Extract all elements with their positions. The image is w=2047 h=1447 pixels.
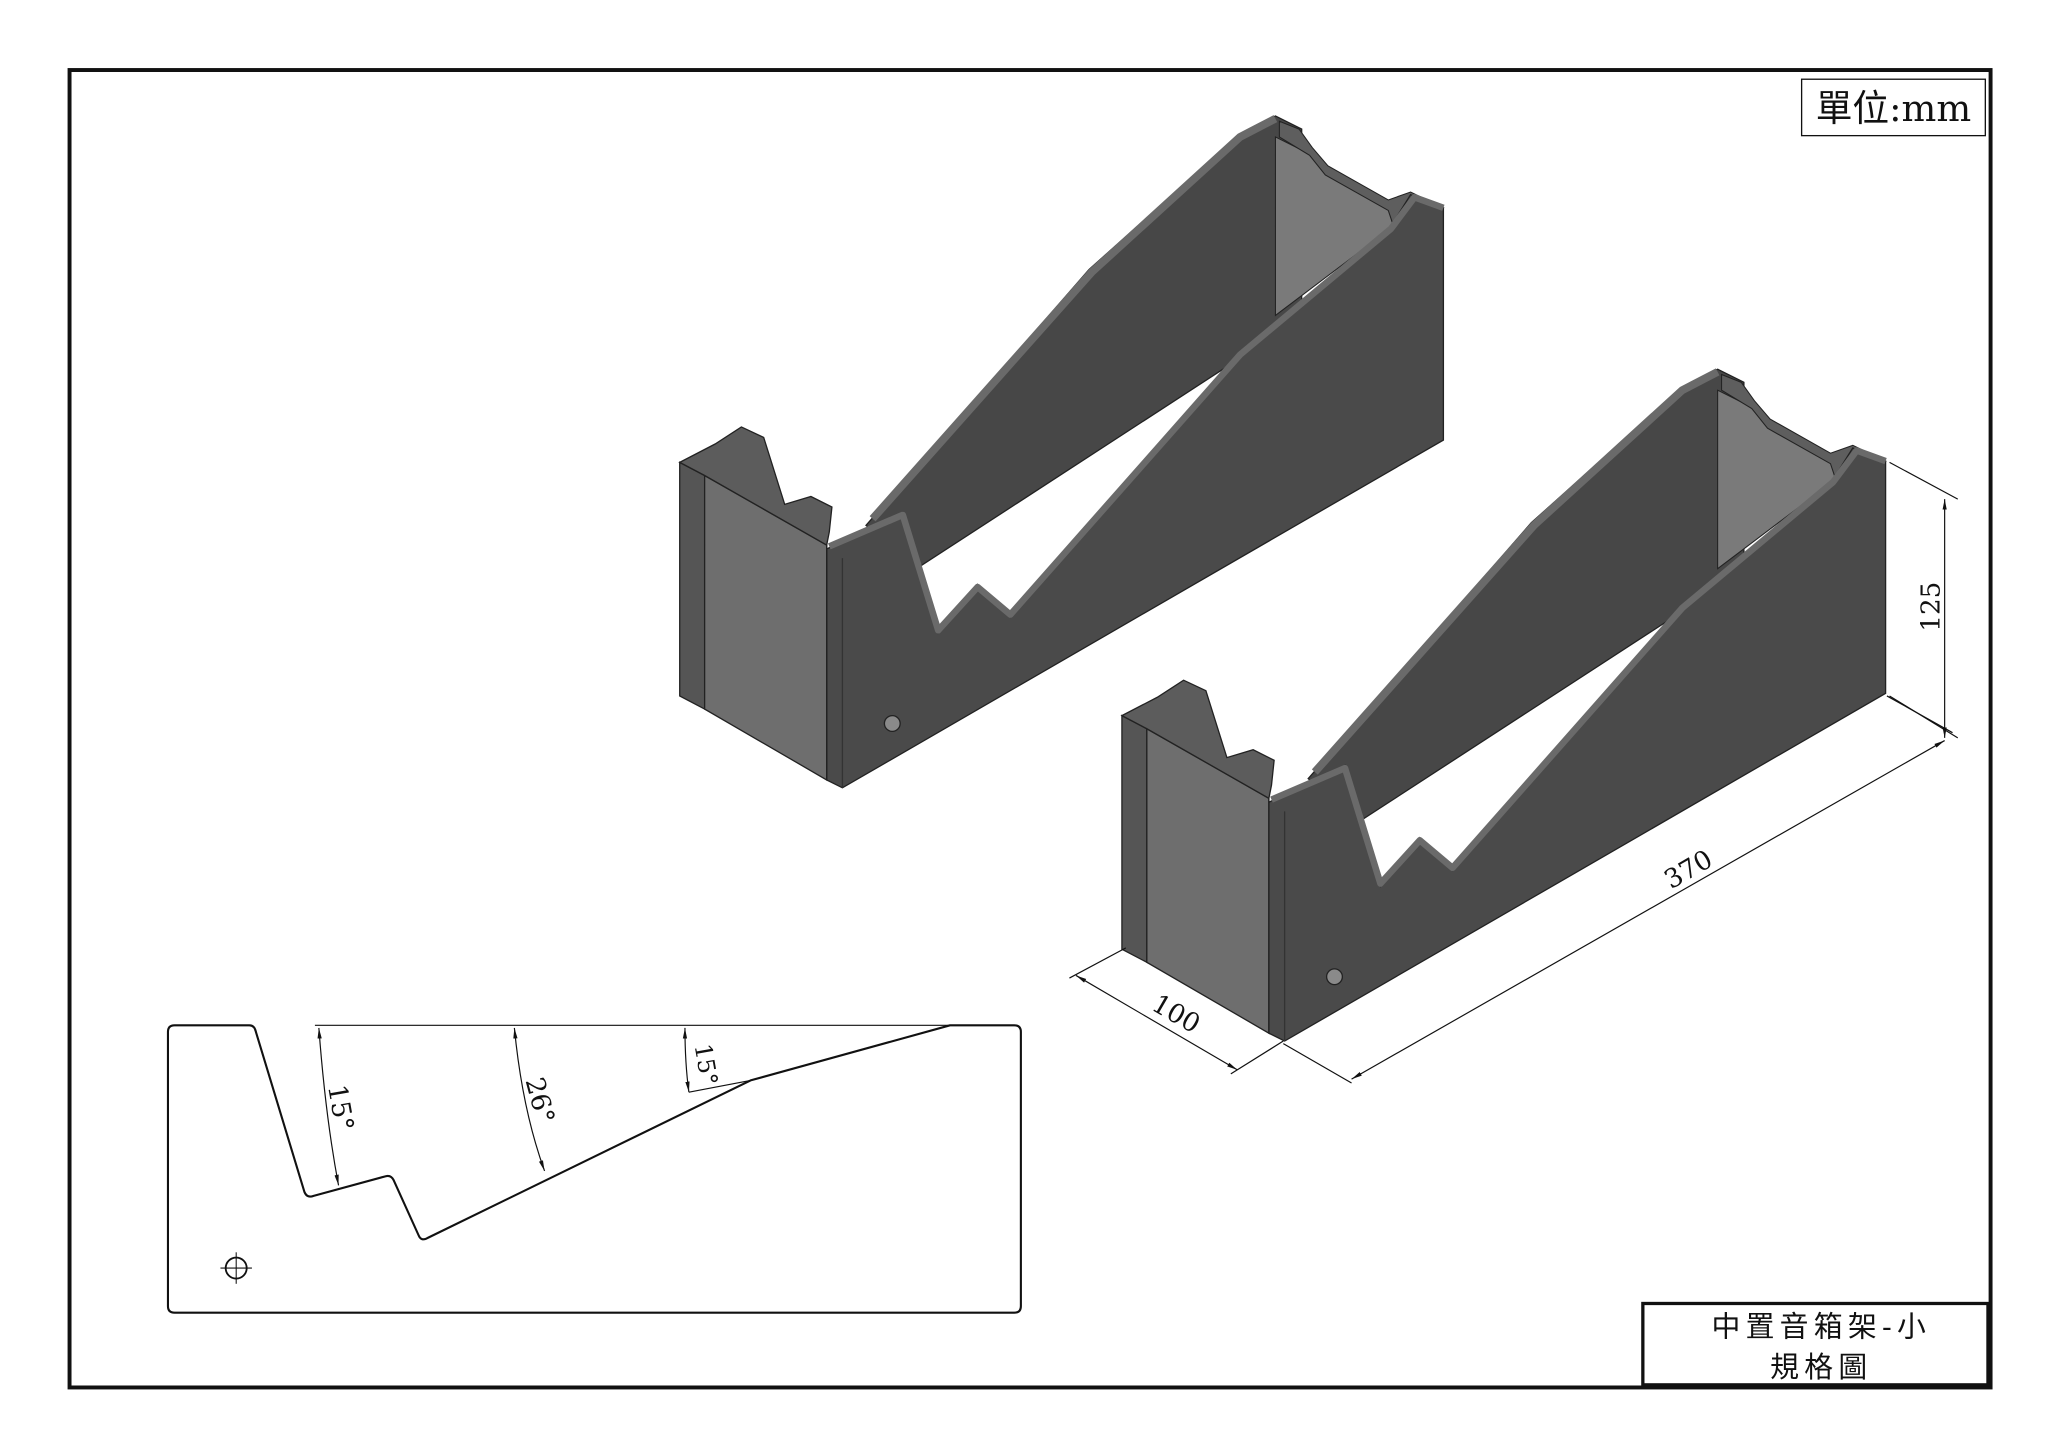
- title-line-2: 規格圖: [1770, 1350, 1872, 1384]
- title-block: 中置音箱架-小 規格圖: [1641, 1301, 1990, 1387]
- sheet-border: [67, 68, 1993, 1390]
- unit-box: 單位:mm: [1800, 78, 1986, 137]
- angle-rear-slope: 15°: [689, 1042, 724, 1088]
- title-line-1: 中置音箱架-小: [1711, 1309, 1931, 1343]
- dim-length: 370: [1660, 845, 1718, 896]
- unit-label: 單位:mm: [1816, 87, 1972, 130]
- angle-main-slope: 26°: [519, 1074, 560, 1127]
- isometric-stand-view: [680, 116, 1444, 788]
- dim-height: 125: [1916, 582, 1946, 632]
- dim-width: 100: [1147, 989, 1205, 1040]
- side-profile-view: 15° 26° 15°: [166, 1024, 1022, 1314]
- hole-center-mark: [220, 1252, 252, 1284]
- angle-front-notch: 15°: [321, 1082, 359, 1133]
